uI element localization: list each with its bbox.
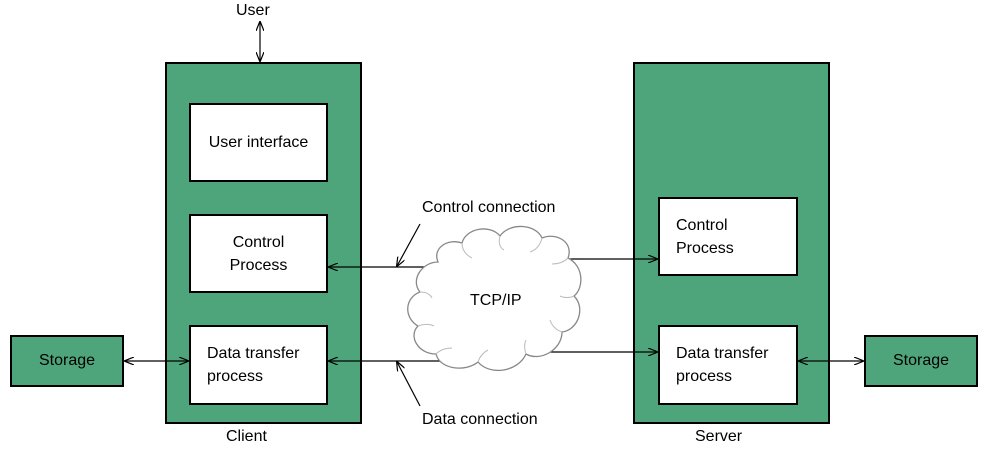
client-data-transfer-box: Data transfer process [189,325,328,405]
storage-left-label: Storage [38,352,96,369]
tcp-ip-cloud [407,225,582,372]
data-connection-pointer [397,362,421,407]
client-control-process-box: Control Process [189,214,328,293]
storage-left-box: Storage [10,335,124,387]
server-data-transfer-label: Data transfer process [676,345,769,385]
client-label: Client [226,428,267,445]
client-user-interface-box: User interface [189,103,328,182]
control-connection-label: Control connection [422,199,556,216]
client-user-interface-label: User interface [208,134,309,151]
control-connection-pointer [397,223,421,266]
storage-right-label: Storage [892,352,950,369]
client-control-process-label: Control Process [229,233,288,274]
server-control-process-box: Control Process [658,197,798,276]
client-data-transfer-label: Data transfer process [207,345,300,385]
data-connection-label: Data connection [422,411,538,428]
server-control-process-label: Control Process [676,216,734,257]
user-label: User [236,2,270,19]
server-label: Server [695,428,743,445]
tcp-ip-label: TCP/IP [470,292,522,309]
server-data-transfer-box: Data transfer process [658,325,798,405]
storage-right-box: Storage [864,335,978,387]
